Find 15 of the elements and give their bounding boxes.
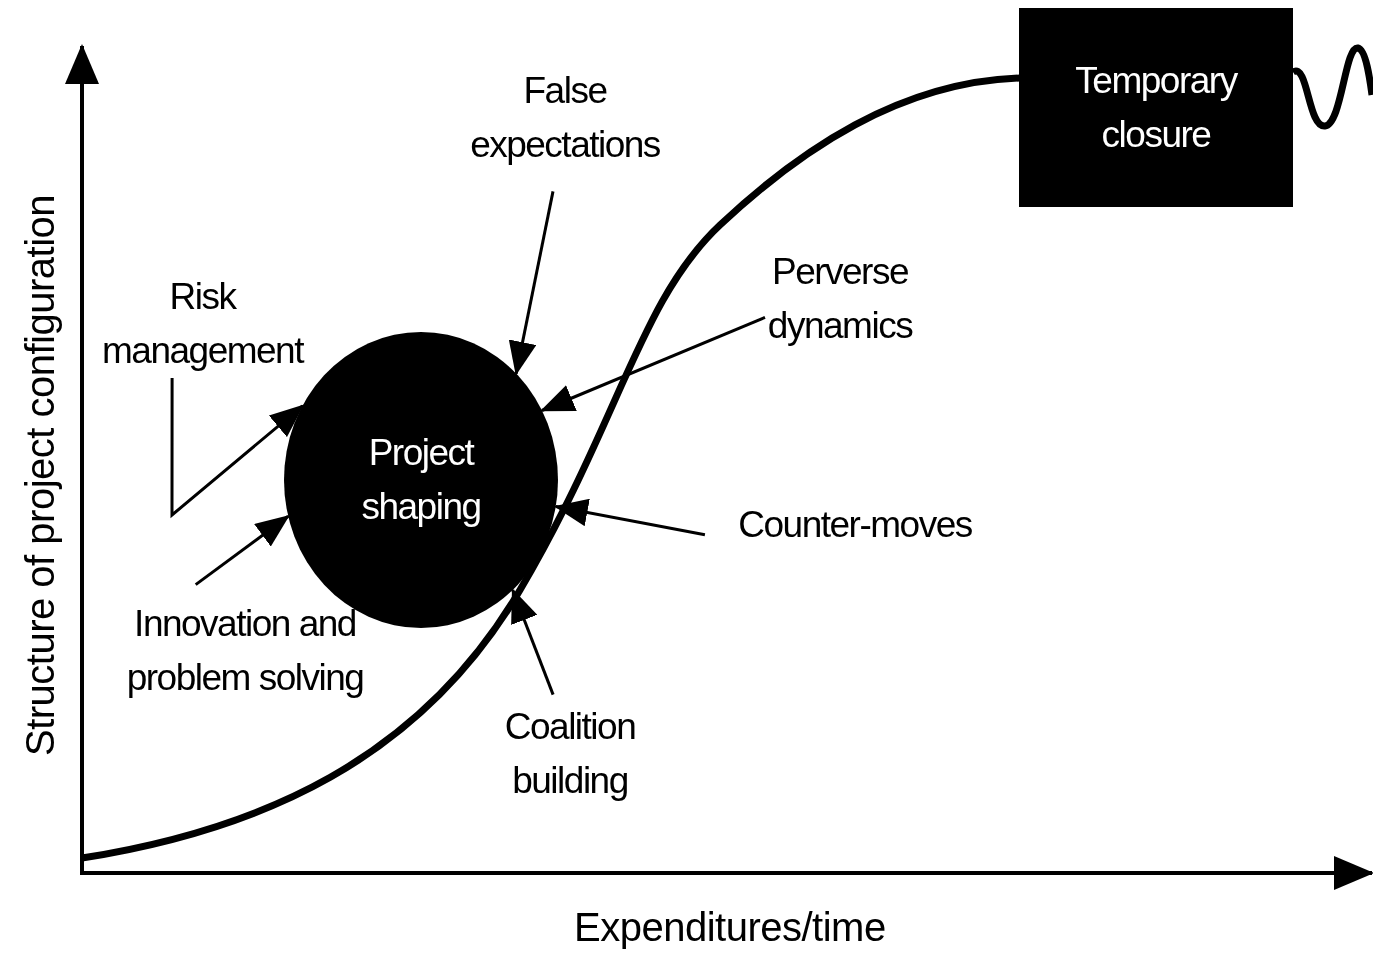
axis-label: Expenditures/time xyxy=(574,905,886,950)
arrow xyxy=(511,588,555,696)
closure-box: Temporary closure xyxy=(1019,8,1293,207)
annotation-label: Coalition building xyxy=(480,700,660,808)
annotation-label: Counter-moves xyxy=(715,498,995,552)
arrow xyxy=(170,378,305,519)
arrow xyxy=(553,498,706,537)
annotation-label: Innovation and problem solving xyxy=(100,570,390,732)
axis-label: Structure of project configuration xyxy=(17,194,63,756)
annotation-label: False expectations xyxy=(440,64,690,172)
annotation-label: Perverse dynamics xyxy=(740,245,940,353)
arrow xyxy=(540,316,766,412)
arrow xyxy=(508,191,555,376)
arrow xyxy=(194,515,290,586)
annotation-label: Risk management xyxy=(90,270,315,378)
